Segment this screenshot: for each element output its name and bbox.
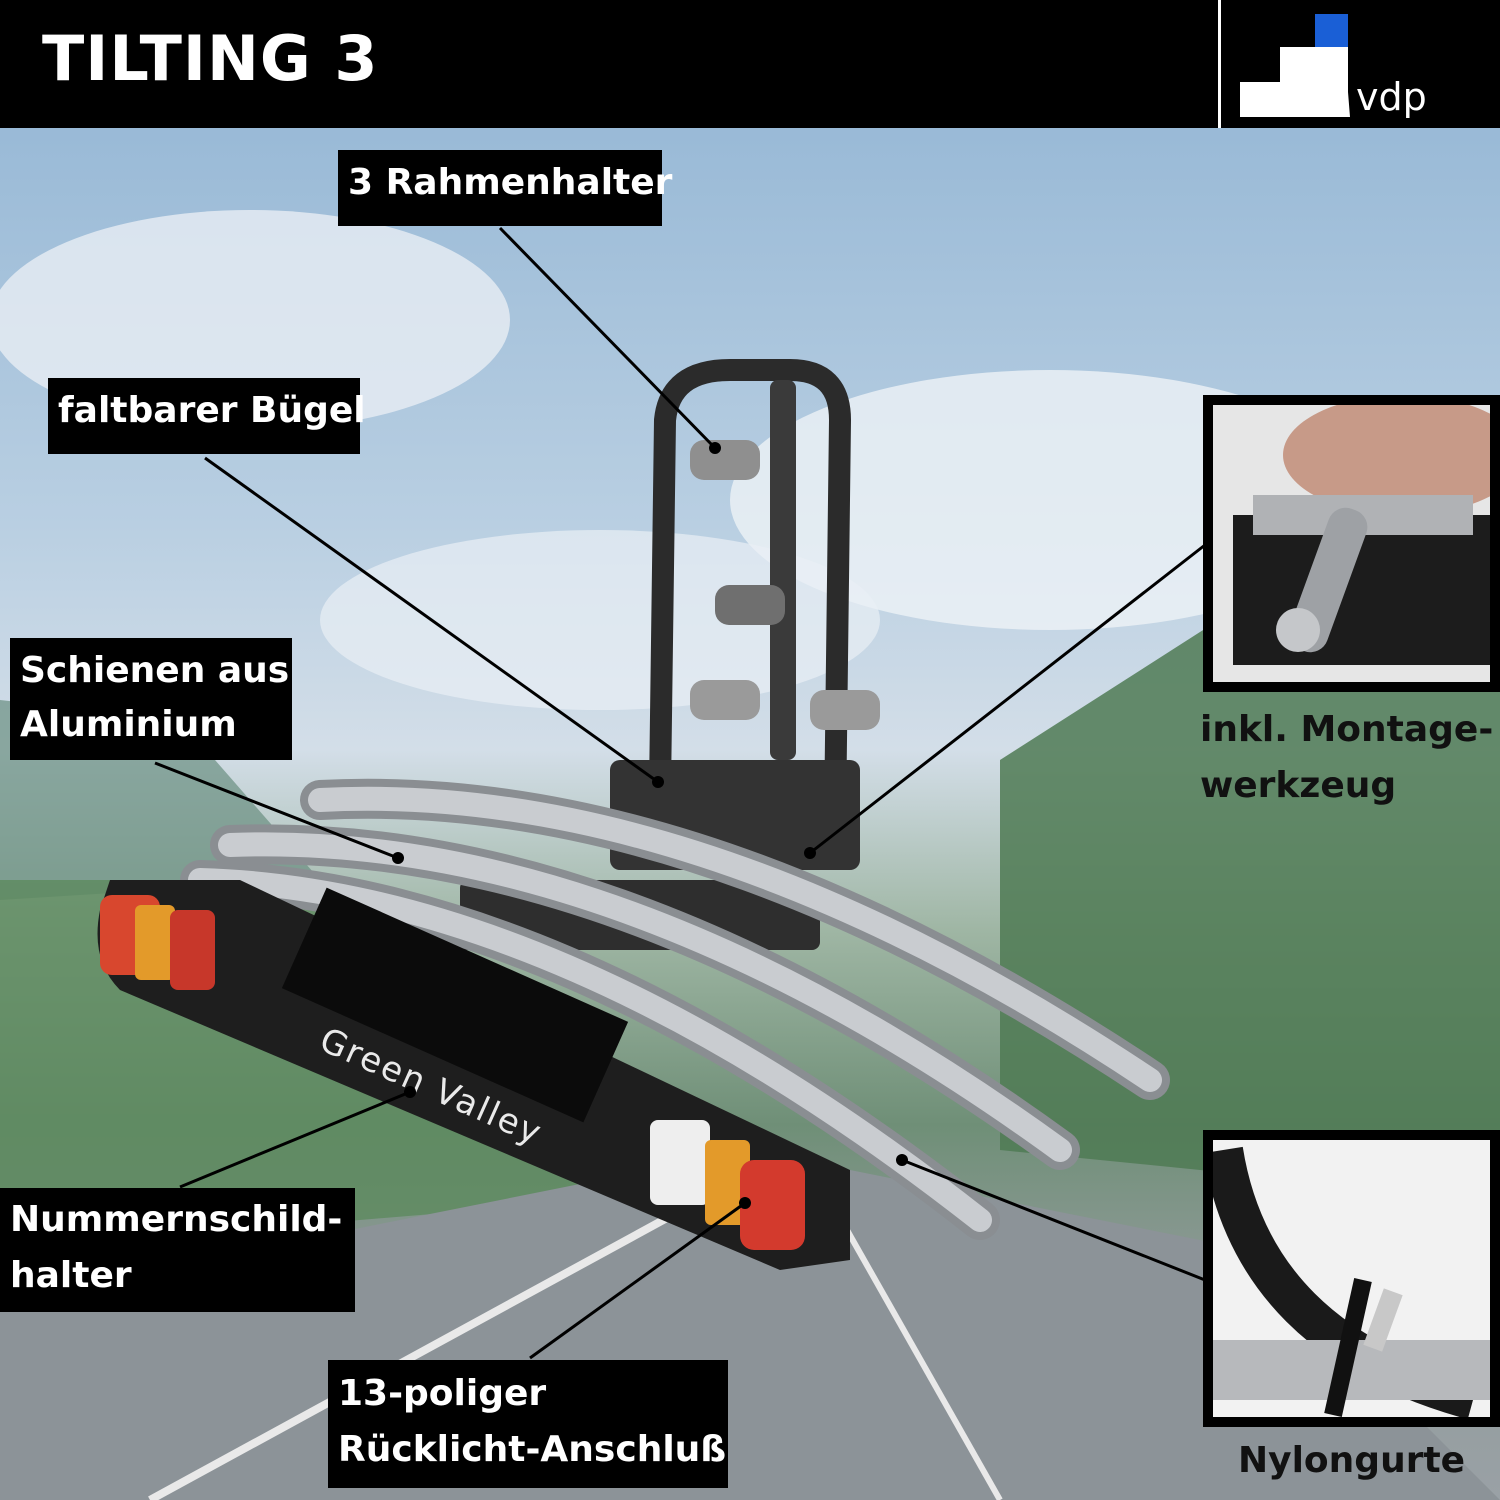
label-nummernschild-line1: Nummernschild- [10, 1199, 343, 1240]
label-schienen-line1: Schienen aus [20, 650, 290, 691]
label-rahmenhalter-text: 3 Rahmenhalter [348, 162, 673, 203]
logo-text: vdp [1356, 75, 1427, 119]
wrench-tool-photo [1213, 405, 1490, 682]
label-rahmenhalter: 3 Rahmenhalter [338, 150, 672, 226]
caption-nylongurte: Nylongurte [1238, 1440, 1466, 1481]
vdp-logo-icon [1240, 14, 1350, 117]
label-ruecklicht-line1: 13-poliger [338, 1373, 547, 1414]
inset-montagewerkzeug [1203, 395, 1500, 692]
header-bar: TILTING 3 vdp [0, 0, 1500, 128]
label-ruecklicht-line2: Rücklicht-Anschluß [338, 1429, 727, 1470]
label-schienen: Schienen aus Aluminium [10, 638, 292, 760]
label-ruecklicht: 13-poliger Rücklicht-Anschluß [328, 1360, 728, 1488]
inset-nylongurte [1203, 1130, 1500, 1427]
page-title: TILTING 3 [42, 22, 379, 95]
label-buegel-text: faltbarer Bügel [58, 390, 366, 431]
caption-montagewerkzeug-line2: werkzeug [1200, 765, 1397, 806]
caption-montagewerkzeug-line1: inkl. Montage- [1200, 709, 1494, 750]
header-divider [1218, 0, 1221, 128]
label-nummernschild-line2: halter [10, 1255, 132, 1296]
caption-montagewerkzeug: inkl. Montage- werkzeug [1200, 702, 1493, 814]
label-buegel: faltbarer Bügel [48, 378, 366, 454]
label-nummernschild: Nummernschild- halter [0, 1188, 355, 1312]
label-schienen-line2: Aluminium [20, 704, 237, 745]
nylon-strap-photo [1213, 1140, 1490, 1417]
